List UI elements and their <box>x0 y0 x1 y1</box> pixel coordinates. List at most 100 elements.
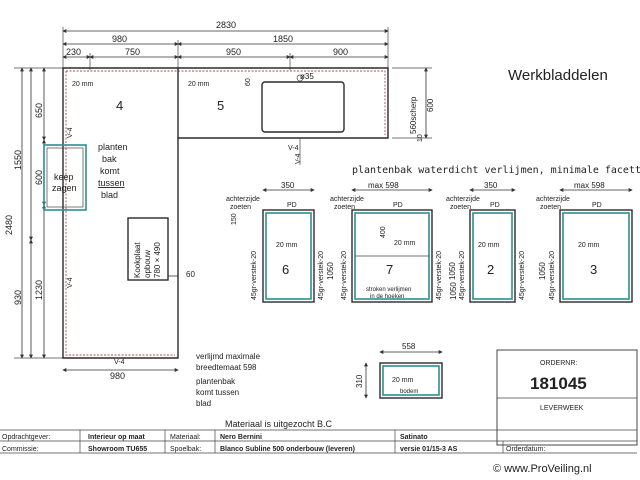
lower-side: V-4 <box>67 277 74 288</box>
dim-980: 980 <box>112 34 127 44</box>
svg-text:plantenbak: plantenbak <box>196 377 236 386</box>
p4-side: V-4 <box>67 127 74 138</box>
svg-text:3: 3 <box>590 262 597 277</box>
title-block: ORDERNR: 181045 LEVERWEEK Materiaal is u… <box>0 349 638 454</box>
svg-text:Blanco Subline 500 onderbouw (: Blanco Subline 500 onderbouw (leveren) <box>220 446 355 453</box>
svg-text:zoeten: zoeten <box>450 204 471 211</box>
left-dimensions: 2480 1550 930 650 600 1230 <box>4 67 63 359</box>
svg-text:Kookplaat: Kookplaat <box>133 242 142 278</box>
cabinet-2: 350 achterzijde zoeten PD 20 mm 2 45gr-v… <box>446 181 526 303</box>
piece-4-number: 4 <box>116 98 123 113</box>
svg-text:1050: 1050 <box>448 262 457 280</box>
svg-text:zoeten: zoeten <box>540 204 561 211</box>
svg-text:1050: 1050 <box>326 262 335 280</box>
plantenbak-note: planten bak komt tussen blad <box>98 142 128 200</box>
svg-text:45gr-verstek-20: 45gr-verstek-20 <box>318 251 325 300</box>
svg-text:350: 350 <box>484 181 498 190</box>
svg-text:45gr-verstek-20: 45gr-verstek-20 <box>341 251 348 300</box>
svg-text:Commissie:: Commissie: <box>2 446 39 453</box>
svg-text:PD: PD <box>592 202 602 209</box>
svg-text:20 mm: 20 mm <box>392 377 414 384</box>
svg-text:Nero Bernini: Nero Bernini <box>220 434 262 441</box>
p5-side: V-4 <box>288 145 299 152</box>
sink-cutout <box>261 81 345 133</box>
svg-text:tussen: tussen <box>98 178 125 188</box>
svg-text:20 mm: 20 mm <box>478 242 500 249</box>
p5-edge: 20 mm <box>188 81 210 88</box>
kookplaat: Kookplaat opbouw 780 × 490 60 <box>127 217 195 281</box>
svg-text:20 mm: 20 mm <box>276 242 298 249</box>
drawing-title: Werkbladdelen <box>508 67 608 84</box>
dim-600-right: 600 <box>426 98 435 112</box>
svg-text:opbouw: opbouw <box>143 250 152 278</box>
dim-900: 900 <box>333 47 348 57</box>
svg-text:verlijmd maximale: verlijmd maximale <box>196 352 261 361</box>
svg-text:780 × 490: 780 × 490 <box>153 242 162 278</box>
l-worktop: 20 mm 4 V-4 20 mm 5 60 ø35 V-4 V-4 560sc… <box>62 67 435 381</box>
svg-text:150: 150 <box>231 213 238 225</box>
svg-text:achterzijde: achterzijde <box>536 196 570 203</box>
svg-text:breedtemaat 598: breedtemaat 598 <box>196 363 257 372</box>
p5-side2: V-4 <box>295 153 302 164</box>
piece-5-number: 5 <box>217 98 224 113</box>
dim-560scherp: 560scherp <box>409 96 418 134</box>
dim-230: 230 <box>66 47 81 57</box>
svg-text:bak: bak <box>102 154 117 164</box>
svg-text:45gr-verstek-20: 45gr-verstek-20 <box>519 251 526 300</box>
dim-total: 2830 <box>216 20 236 30</box>
svg-text:blad: blad <box>101 190 118 200</box>
svg-text:bodem: bodem <box>400 389 418 395</box>
svg-text:1050: 1050 <box>449 282 458 300</box>
svg-text:310: 310 <box>355 374 364 388</box>
ordernr-label: ORDERNR: <box>540 360 577 367</box>
svg-text:2: 2 <box>487 262 494 277</box>
dim-950: 950 <box>226 47 241 57</box>
svg-text:558: 558 <box>402 342 416 351</box>
svg-text:Materiaal:: Materiaal: <box>170 434 201 441</box>
p4-edge: 20 mm <box>72 81 94 88</box>
svg-text:45gr-verstek-20: 45gr-verstek-20 <box>549 251 556 300</box>
dim-930: 930 <box>13 290 23 305</box>
svg-text:Satinato: Satinato <box>400 434 428 441</box>
svg-text:Showroom TU655: Showroom TU655 <box>88 446 147 453</box>
svg-text:achterzijde: achterzijde <box>446 196 480 203</box>
bottom-side: V-4 <box>114 359 125 366</box>
p5-r60: 60 <box>245 78 252 86</box>
svg-text:7: 7 <box>386 262 393 277</box>
dim-600: 600 <box>34 170 44 185</box>
svg-text:achterzijde: achterzijde <box>330 196 364 203</box>
svg-text:400: 400 <box>380 226 387 238</box>
svg-text:Opdrachtgever:: Opdrachtgever: <box>2 434 50 441</box>
svg-text:45gr-verstek-20: 45gr-verstek-20 <box>436 251 443 300</box>
materiaal-note: Materiaal is uitgezocht B.C <box>225 419 333 429</box>
svg-text:20 mm: 20 mm <box>394 240 416 247</box>
keep-line2: zagen <box>52 183 77 193</box>
svg-text:in de hoeken: in de hoeken <box>370 294 404 300</box>
svg-text:Interieur op maat: Interieur op maat <box>88 434 145 441</box>
svg-text:zoeten: zoeten <box>230 204 251 211</box>
dim-980-bottom: 980 <box>110 371 125 381</box>
dim-750: 750 <box>125 47 140 57</box>
svg-text:PD: PD <box>490 202 500 209</box>
dim-1850: 1850 <box>273 34 293 44</box>
svg-text:20 mm: 20 mm <box>578 242 600 249</box>
cabinet-7: max 598 achterzijde zoeten PD 20 mm 7 40… <box>330 181 457 303</box>
svg-text:versie 01/15-3 AS: versie 01/15-3 AS <box>400 446 458 453</box>
dim-1550: 1550 <box>13 150 23 170</box>
svg-text:1050: 1050 <box>538 262 547 280</box>
hole-diameter: ø35 <box>300 72 314 81</box>
svg-text:stroken verlijmen: stroken verlijmen <box>366 287 411 293</box>
leverweek-label: LEVERWEEK <box>540 405 584 412</box>
watermark: © www.ProVeiling.nl <box>493 463 592 475</box>
cabinet-6: 350 achterzijde zoeten PD 20 mm 6 150 45… <box>226 181 335 303</box>
bodem: 558 310 20 mm bodem <box>355 342 443 399</box>
svg-text:6: 6 <box>282 262 289 277</box>
svg-text:45gr-verstek-20: 45gr-verstek-20 <box>459 251 466 300</box>
ordernr-value: 181045 <box>530 374 587 393</box>
right-heading: plantenbak waterdicht verlijmen, minimal… <box>352 165 640 176</box>
svg-text:max 598: max 598 <box>574 181 605 190</box>
svg-text:Spoelbak:: Spoelbak: <box>170 446 201 453</box>
svg-text:350: 350 <box>281 181 295 190</box>
svg-text:max 598: max 598 <box>368 181 399 190</box>
